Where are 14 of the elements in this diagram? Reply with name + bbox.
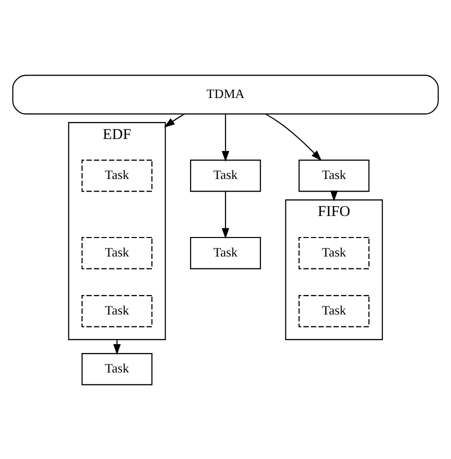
arrow: [222, 114, 230, 162]
node-box: Task: [298, 236, 370, 269]
node-box: Task: [190, 159, 261, 192]
node-box: Task: [298, 294, 370, 327]
arrow: [164, 113, 185, 127]
arrow: [113, 339, 121, 354]
node-box: Task: [82, 236, 152, 269]
node-box: Task: [82, 352, 152, 385]
node-box: Task: [82, 294, 152, 327]
node-box: TDMA: [12, 74, 439, 114]
node-box: Task: [190, 236, 261, 269]
arrow: [265, 113, 322, 160]
arrow: [222, 191, 230, 238]
node-box: Task: [82, 159, 152, 192]
